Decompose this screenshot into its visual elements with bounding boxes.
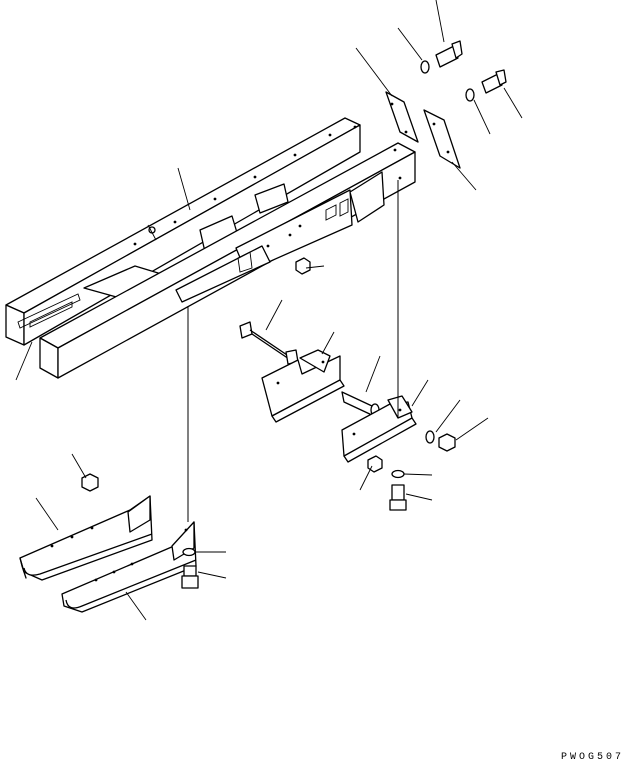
long-bolt (239, 321, 299, 365)
mount-bolt-right (481, 69, 507, 94)
left-nut (81, 473, 99, 492)
left-bolt (181, 565, 199, 589)
right-bracket (341, 395, 417, 463)
front-shoe (19, 495, 153, 581)
callout-leaders (15, 0, 523, 621)
assembly-axes (187, 180, 399, 522)
washer-top (420, 60, 430, 74)
right-washer-lower (391, 469, 405, 479)
support-plate-left (385, 91, 419, 143)
drawing-code: PWOG507 (560, 752, 624, 763)
mount-bolt-top (435, 40, 463, 68)
rail-nut (295, 257, 311, 275)
washer-right (465, 88, 475, 102)
right-bolt-lower (389, 484, 407, 511)
center-bracket (261, 349, 345, 423)
main-frame (5, 117, 361, 346)
side-rail (39, 142, 416, 379)
support-plate-right (423, 109, 461, 169)
right-washer (425, 430, 435, 444)
right-nut (438, 433, 456, 452)
left-washer (182, 547, 196, 557)
